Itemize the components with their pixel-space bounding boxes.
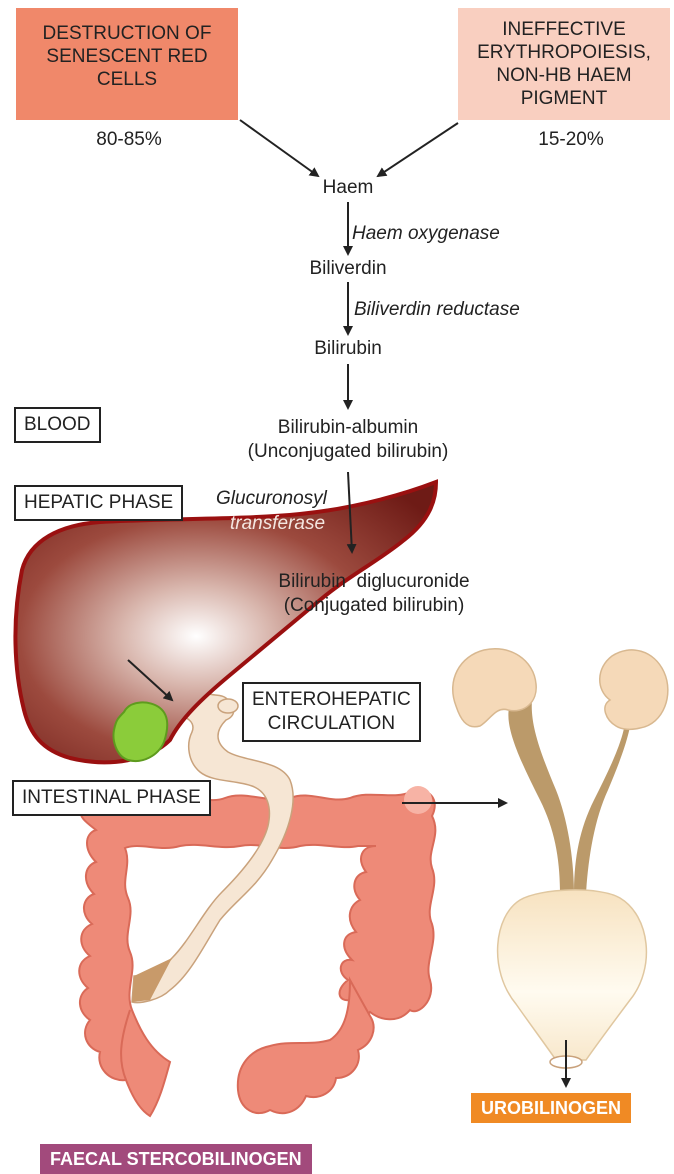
- blood-phase-box: BLOOD: [14, 407, 101, 443]
- urobilinogen-tag: UROBILINOGEN: [471, 1093, 631, 1123]
- haem-oxygenase-label: Haem oxygenase: [352, 222, 532, 246]
- biliverdin-label: Biliverdin: [292, 257, 404, 281]
- transferase-label: transferase: [230, 512, 340, 536]
- source-right-label: INEFFECTIVE ERYTHROPOIESIS, NON-HB HAEM …: [458, 8, 670, 120]
- bilirubin-diglucuronide-label: Bilirubin diglucuronide (Conjugated bili…: [254, 570, 494, 618]
- intestine: [78, 786, 436, 1116]
- kidneys-and-bladder: [453, 649, 668, 1068]
- source-left-label: DESTRUCTION OF SENESCENT RED CELLS: [16, 8, 238, 104]
- haem-label: Haem: [300, 176, 396, 200]
- source-right-percent: 15-20%: [526, 128, 616, 152]
- faecal-stercobilinogen-tag: FAECAL STERCOBILINOGEN: [40, 1144, 312, 1174]
- intestinal-phase-box: INTESTINAL PHASE: [12, 780, 211, 816]
- arrow-right-to-haem: [378, 123, 458, 176]
- bilirubin-albumin-label: Bilirubin-albumin (Unconjugated bilirubi…: [220, 416, 476, 464]
- hepatic-phase-box: HEPATIC PHASE: [14, 485, 183, 521]
- bilirubin-label: Bilirubin: [298, 337, 398, 361]
- glucuronosyl-label: Glucuronosyl: [216, 487, 344, 511]
- enterohepatic-circulation-box: ENTEROHEPATIC CIRCULATION: [242, 682, 421, 742]
- biliverdin-reductase-label: Biliverdin reductase: [354, 298, 554, 322]
- arrow-left-to-haem: [240, 120, 318, 176]
- source-left-percent: 80-85%: [84, 128, 174, 152]
